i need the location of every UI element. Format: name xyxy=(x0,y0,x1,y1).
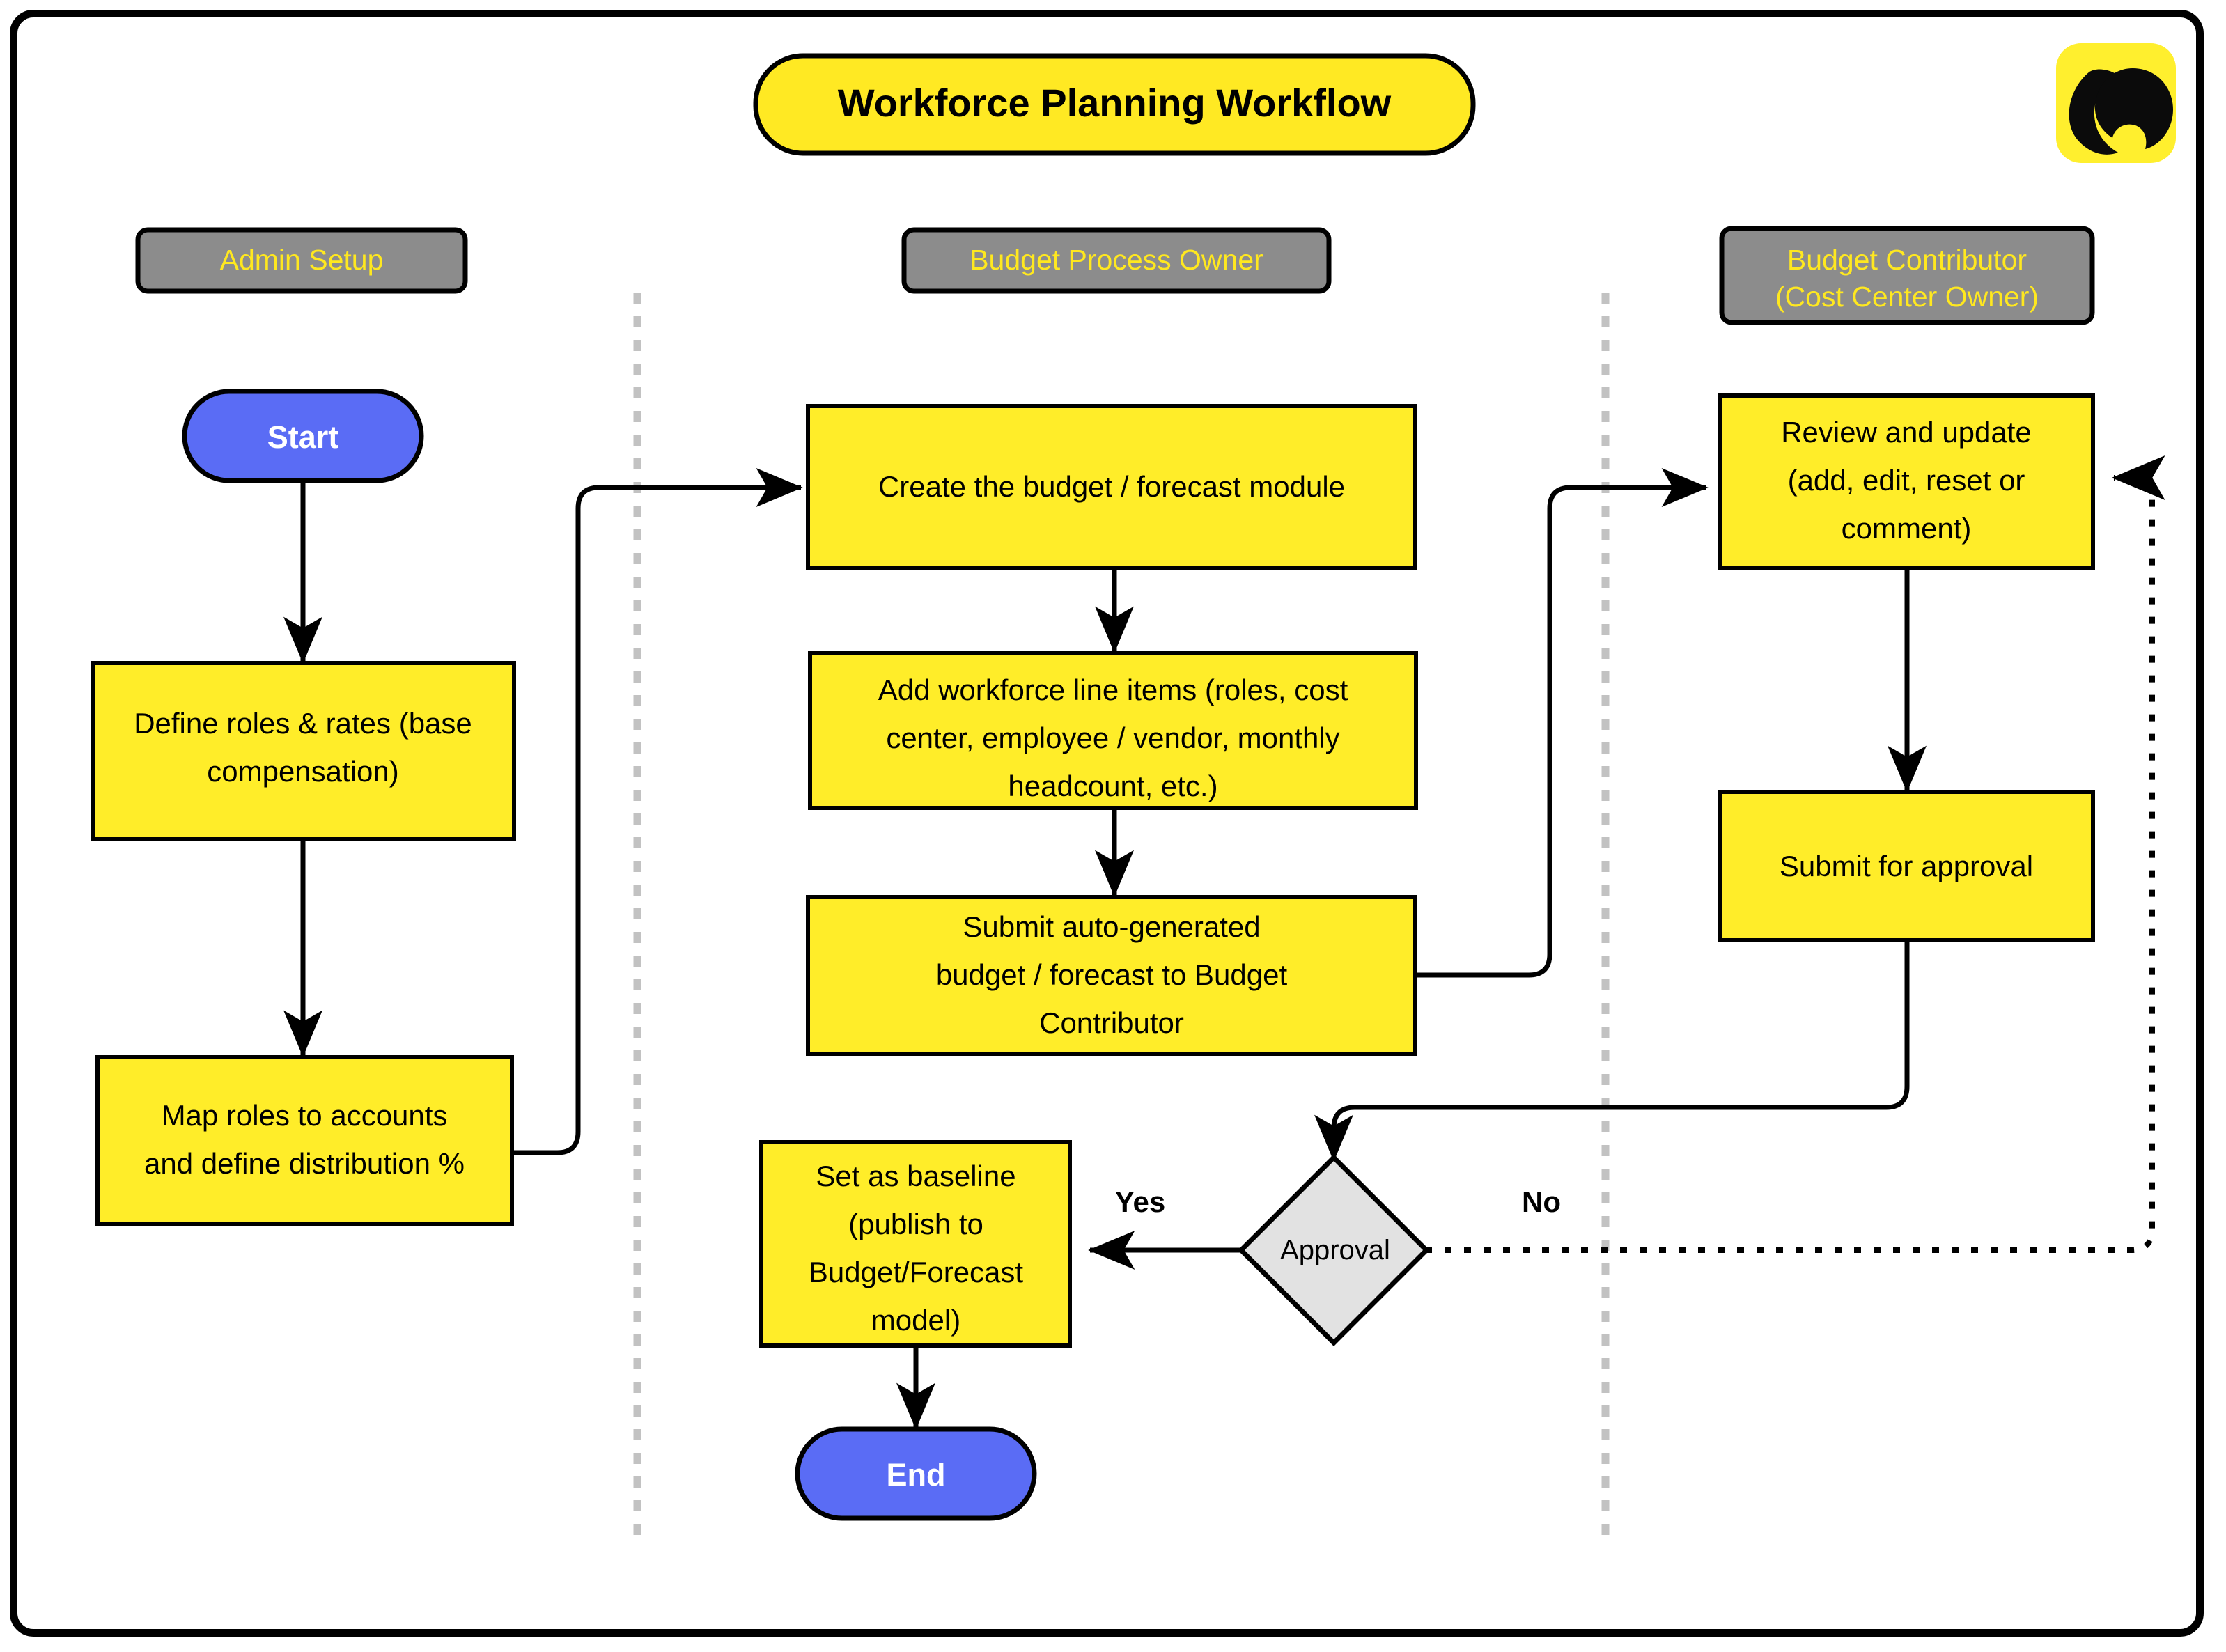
node-end-shape[interactable] xyxy=(795,1426,1037,1521)
node-set-as-baseline[interactable]: Set as baseline (publish to Budget/Forec… xyxy=(759,1140,1072,1348)
node-approval-label: Approval xyxy=(1280,1235,1390,1265)
node-define-label-line1: Define roles & rates (base xyxy=(134,707,472,740)
lane-header-admin-label: Admin Setup xyxy=(220,244,384,276)
lane-header-owner-shape xyxy=(901,227,1332,294)
node-approval-decision[interactable]: Approval xyxy=(1238,1154,1430,1346)
node-additems-label-line3: headcount, etc.) xyxy=(1008,770,1217,802)
node-create-shape[interactable] xyxy=(806,404,1417,570)
lane-header-owner-label: Budget Process Owner xyxy=(970,244,1263,276)
node-baseline-label-line3: Budget/Forecast xyxy=(809,1256,1024,1288)
node-map-shape[interactable] xyxy=(95,1055,514,1226)
diagram-title: Workforce Planning Workflow xyxy=(753,53,1476,156)
lane-header-budget-contributor: Budget Contributor (Cost Center Owner) xyxy=(1719,226,2095,325)
node-submitappr-label: Submit for approval xyxy=(1780,850,2033,882)
node-define-roles-rates[interactable]: Define roles & rates (base compensation) xyxy=(91,661,516,841)
lane-header-admin-setup: Admin Setup xyxy=(135,227,468,294)
lane-header-contributor-shape xyxy=(1719,226,2095,325)
edge-label-yes: Yes xyxy=(1115,1185,1165,1218)
node-approval-shape[interactable] xyxy=(1238,1154,1430,1346)
edge-label-no: No xyxy=(1522,1185,1561,1218)
node-submitauto-shape[interactable] xyxy=(806,895,1417,1056)
company-logo xyxy=(2056,43,2176,163)
logo-mark-circle xyxy=(2094,68,2173,149)
node-review-label-line2: (add, edit, reset or xyxy=(1788,464,2025,497)
node-review-label-line1: Review and update xyxy=(1781,416,2032,449)
title-pill-shape xyxy=(753,53,1476,156)
node-start-label: Start xyxy=(267,419,339,455)
node-end[interactable]: End xyxy=(795,1426,1037,1521)
node-map-label-line2: and define distribution % xyxy=(144,1147,465,1180)
node-start[interactable]: Start xyxy=(182,389,424,483)
node-create-budget-module[interactable]: Create the budget / forecast module xyxy=(806,404,1417,570)
node-map-label-line1: Map roles to accounts xyxy=(162,1099,448,1132)
node-submitappr-shape[interactable] xyxy=(1718,790,2095,942)
node-define-label-line2: compensation) xyxy=(207,755,398,788)
node-review-and-update[interactable]: Review and update (add, edit, reset or c… xyxy=(1718,393,2095,570)
node-review-shape[interactable] xyxy=(1718,393,2095,570)
node-baseline-label-line1: Set as baseline xyxy=(816,1160,1015,1192)
node-map-roles-to-accounts[interactable]: Map roles to accounts and define distrib… xyxy=(95,1055,514,1226)
node-add-workforce-line-items[interactable]: Add workforce line items (roles, cost ce… xyxy=(808,651,1418,810)
node-submit-for-approval[interactable]: Submit for approval xyxy=(1718,790,2095,942)
logo-mark-crescent xyxy=(2069,69,2118,155)
lane-header-admin-shape xyxy=(135,227,468,294)
lane-header-contributor-label-line2: (Cost Center Owner) xyxy=(1775,281,2039,313)
node-additems-shape[interactable] xyxy=(808,651,1418,810)
node-review-label-line3: comment) xyxy=(1842,512,1972,545)
node-start-shape[interactable] xyxy=(182,389,424,483)
title-text: Workforce Planning Workflow xyxy=(838,81,1392,125)
edge-submitappr-to-approval xyxy=(1314,940,1910,1162)
node-submitauto-label-line1: Submit auto-generated xyxy=(963,910,1260,943)
node-submitauto-label-line2: budget / forecast to Budget xyxy=(936,958,1288,991)
edge-map-to-create xyxy=(512,468,803,1155)
node-end-label: End xyxy=(887,1457,946,1493)
node-define-shape[interactable] xyxy=(91,661,516,841)
node-baseline-label-line2: (publish to xyxy=(848,1208,983,1240)
node-submitauto-label-line3: Contributor xyxy=(1039,1006,1184,1039)
node-baseline-shape[interactable] xyxy=(759,1140,1072,1348)
node-create-label: Create the budget / forecast module xyxy=(878,470,1345,503)
node-submit-autogenerated-budget[interactable]: Submit auto-generated budget / forecast … xyxy=(806,895,1417,1056)
lane-header-budget-process-owner: Budget Process Owner xyxy=(901,227,1332,294)
edge-submitauto-to-review xyxy=(1414,468,1709,978)
lane-header-contributor-label-line1: Budget Contributor xyxy=(1787,244,2027,276)
node-baseline-label-line4: model) xyxy=(871,1304,960,1337)
node-additems-label-line1: Add workforce line items (roles, cost xyxy=(878,673,1348,706)
node-additems-label-line2: center, employee / vendor, monthly xyxy=(886,722,1339,754)
